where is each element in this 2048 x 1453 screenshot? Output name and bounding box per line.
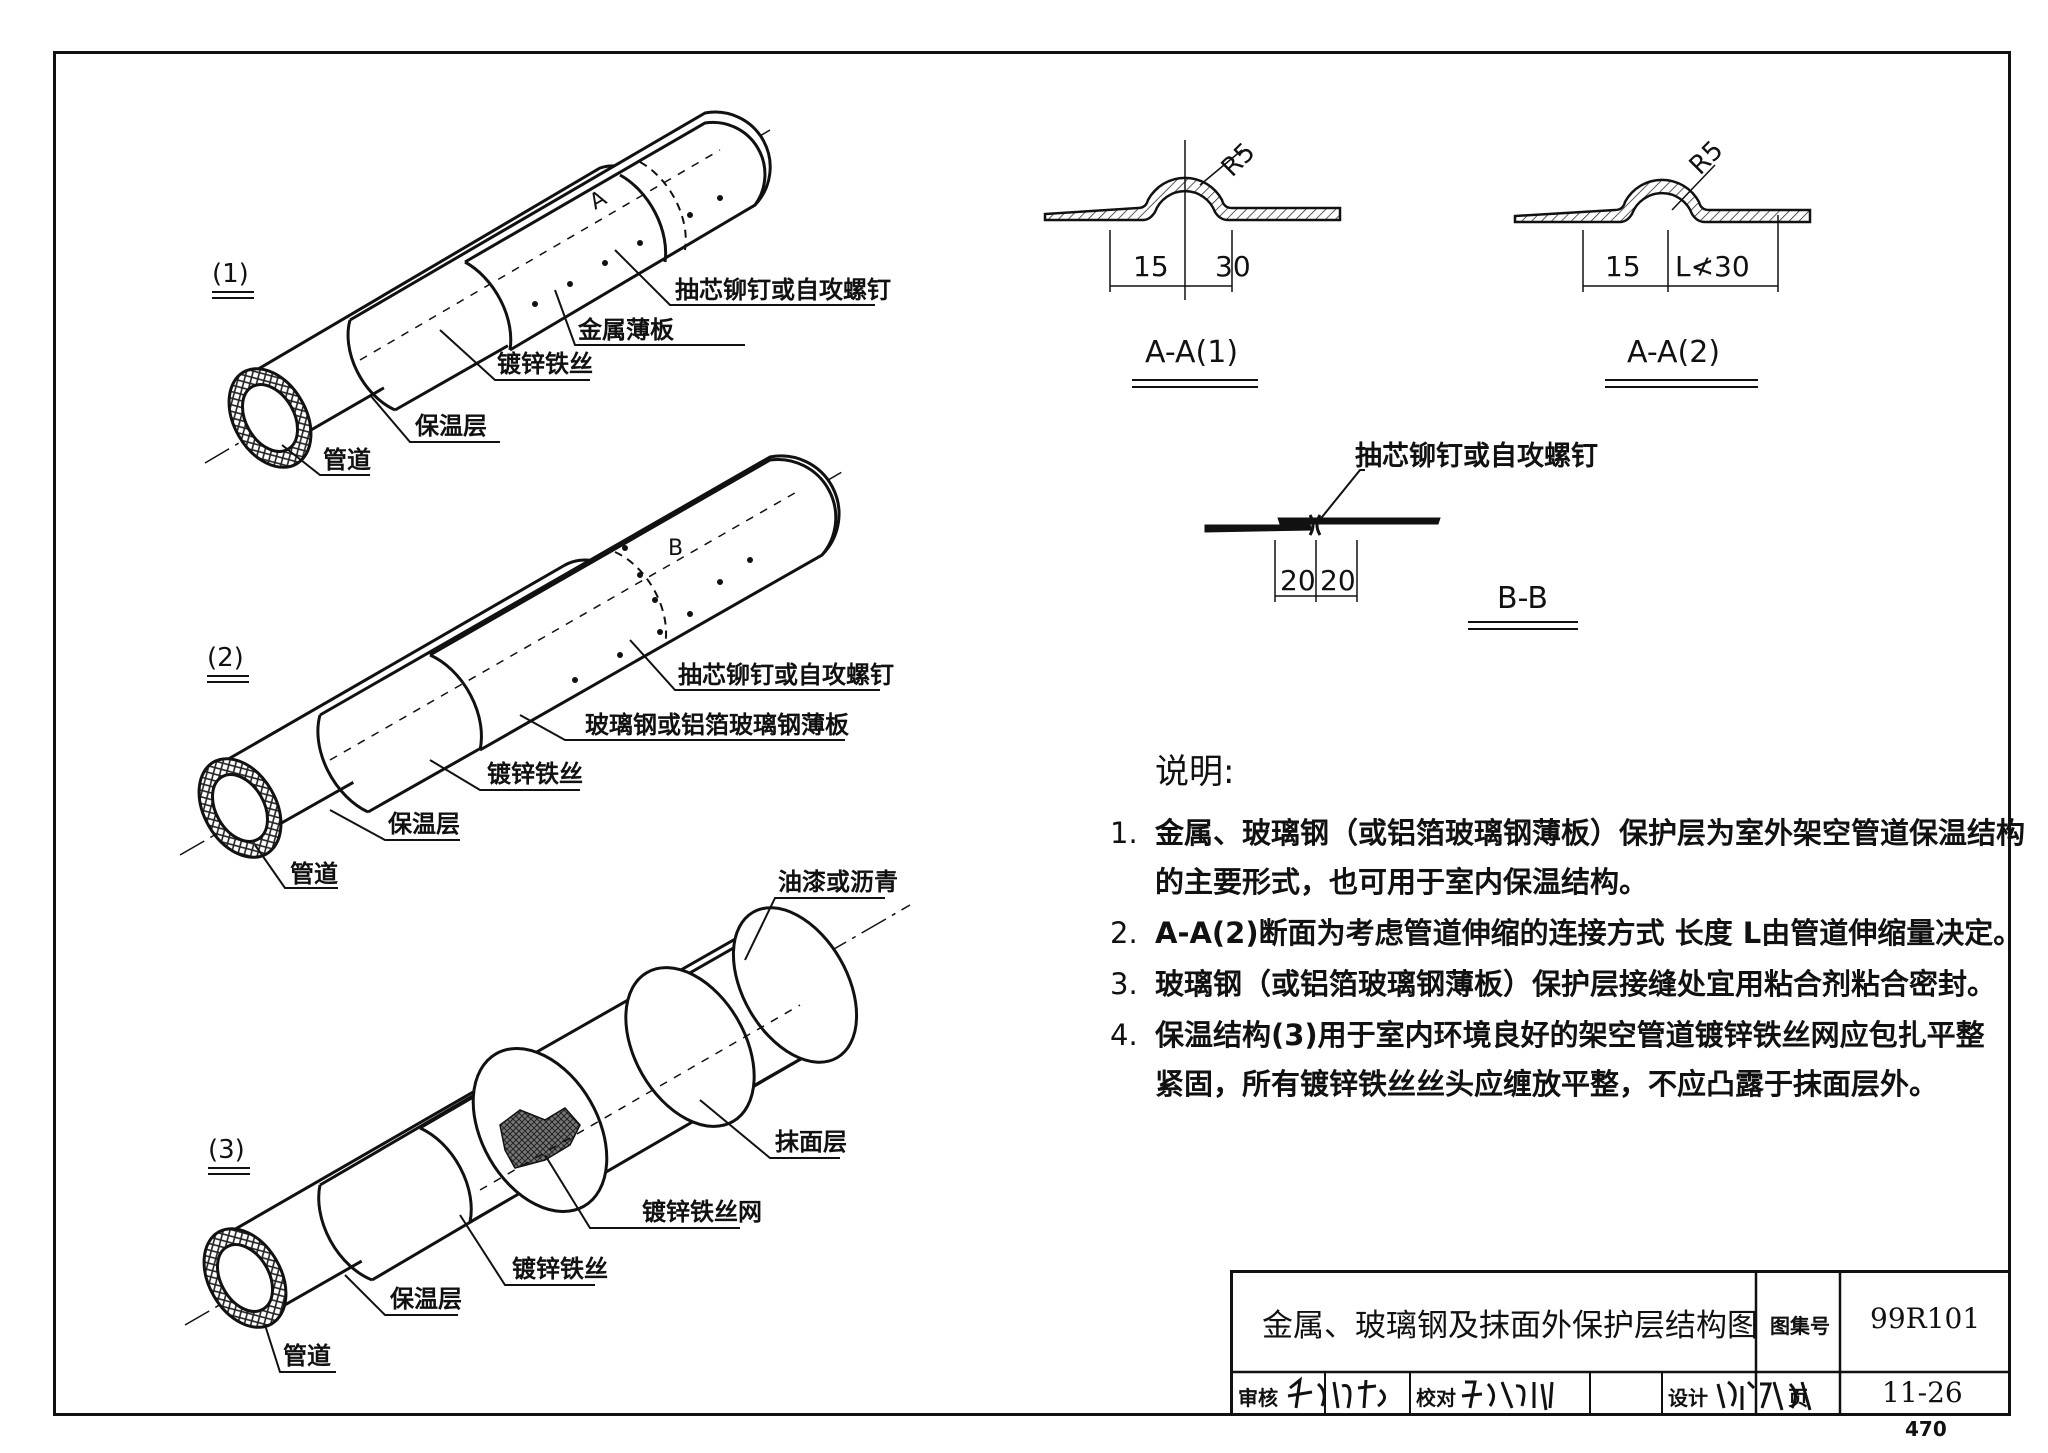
figure-2-index: (2) B xyxy=(207,536,683,683)
fig1-label-rivet: 抽芯铆钉或自攻螺钉 xyxy=(675,276,891,304)
figure-3-leaders xyxy=(264,897,885,1373)
note-line: 保温结构(3)用于室内环境良好的架空管道镀锌铁丝网应包扎平整 xyxy=(1155,1018,1985,1052)
fig3-label-wire: 镀锌铁丝 xyxy=(512,1255,608,1283)
atlas-label: 图集号 xyxy=(1770,1314,1830,1338)
check-label: 校对 xyxy=(1416,1386,1456,1410)
fig1-index: (1) xyxy=(212,259,249,289)
section-b-drawing xyxy=(1204,469,1578,630)
figure-3-index: (3) xyxy=(208,1135,250,1175)
notes-heading: 说明: xyxy=(1155,752,1235,792)
fig2-label-rivet: 抽芯铆钉或自攻螺钉 xyxy=(678,661,894,689)
a1-dim-2: 30 xyxy=(1215,250,1251,283)
a2-dim-2: L≮30 xyxy=(1675,250,1750,283)
fig1-label-sheet: 金属薄板 xyxy=(577,316,675,344)
figure-2-leaders xyxy=(254,639,880,889)
section-b-text: 抽芯铆钉或自攻螺钉 20 20 B-B xyxy=(1280,440,1598,616)
fig2-label-pipe: 管道 xyxy=(290,860,338,888)
section-a1-drawing xyxy=(1043,140,1342,388)
fig3-label-pipe: 管道 xyxy=(283,1342,331,1370)
section-a2-text: R5 15 L≮30 A-A(2) xyxy=(1605,135,1750,370)
a2-radius: R5 xyxy=(1684,135,1730,181)
note-item: 2. A-A(2)断面为考虑管道伸缩的连接方式 长度 L由管道伸缩量决定。 xyxy=(1110,916,2023,950)
fig1-label-insulation: 保温层 xyxy=(414,412,487,440)
figure-1-leaders xyxy=(281,249,875,476)
figure-2-labels: 抽芯铆钉或自攻螺钉 玻璃钢或铝箔玻璃钢薄板 镀锌铁丝 保温层 管道 xyxy=(290,661,894,888)
title-block-grid xyxy=(1230,1270,2011,1416)
title-block: 金属、玻璃钢及抹面外保护层结构图 图集号 99R101 审核 校对 设计 页 1… xyxy=(1230,1270,2011,1416)
figure-3-labels: 油漆或沥青 抹面层 镀锌铁丝网 镀锌铁丝 保温层 管道 xyxy=(283,868,898,1370)
a1-title: A-A(1) xyxy=(1145,335,1238,370)
signature-review xyxy=(1287,1376,1386,1409)
a1-dim-1: 15 xyxy=(1133,250,1169,283)
figure-3-pipe xyxy=(184,904,911,1329)
notes-section: 说明: 1. 金属、玻璃钢（或铝箔玻璃钢薄板）保护层为室外架空管道保温结构 的主… xyxy=(1110,752,2026,1121)
fig1-label-wire: 镀锌铁丝 xyxy=(497,350,593,378)
atlas-number: 99R101 xyxy=(1870,1302,1981,1335)
note-number: 2. xyxy=(1110,916,1138,950)
review-label: 审核 xyxy=(1238,1386,1278,1410)
fig3-label-mesh: 镀锌铁丝网 xyxy=(642,1198,762,1226)
note-line: A-A(2)断面为考虑管道伸缩的连接方式 长度 L由管道伸缩量决定。 xyxy=(1155,916,2023,950)
note-line: 紧固，所有镀锌铁丝丝头应缠放平整，不应凸露于抹面层外。 xyxy=(1155,1067,1939,1101)
fig2-label-insulation: 保温层 xyxy=(387,810,460,838)
b-dim-2: 20 xyxy=(1320,564,1356,597)
signature-check xyxy=(1461,1380,1554,1411)
fig2-section-mark: B xyxy=(668,536,683,561)
note-item: 1. 金属、玻璃钢（或铝箔玻璃钢薄板）保护层为室外架空管道保温结构 的主要形式，… xyxy=(1110,816,2026,899)
signature-design xyxy=(1716,1380,1812,1411)
note-line: 的主要形式，也可用于室内保温结构。 xyxy=(1155,865,1649,899)
b-title: B-B xyxy=(1497,581,1548,616)
fig3-label-insulation: 保温层 xyxy=(389,1285,462,1313)
fig2-index: (2) xyxy=(207,643,244,673)
figure-1-index: (1) A xyxy=(212,186,611,299)
note-number: 3. xyxy=(1110,967,1138,1001)
page-number: 11-26 xyxy=(1882,1376,1963,1409)
a2-dim-1: 15 xyxy=(1605,250,1641,283)
fig1-label-pipe: 管道 xyxy=(323,446,371,474)
figure-1-labels: 抽芯铆钉或自攻螺钉 金属薄板 镀锌铁丝 保温层 管道 xyxy=(323,276,891,474)
fig2-label-wire: 镀锌铁丝 xyxy=(487,760,583,788)
figure-1-pipe xyxy=(204,110,772,469)
page-label: 页 xyxy=(1788,1386,1808,1410)
section-a1-text: R5 15 30 A-A(1) xyxy=(1133,137,1261,370)
design-label: 设计 xyxy=(1668,1386,1708,1410)
fig3-label-paint: 油漆或沥青 xyxy=(778,868,898,896)
b-dim-1: 20 xyxy=(1280,564,1316,597)
b-label-rivet: 抽芯铆钉或自攻螺钉 xyxy=(1355,440,1598,472)
drawing-title: 金属、玻璃钢及抹面外保护层结构图 xyxy=(1262,1308,1758,1344)
note-number: 1. xyxy=(1110,816,1138,850)
fig3-label-plaster: 抹面层 xyxy=(775,1128,847,1156)
drawing-frame xyxy=(53,51,2011,1416)
note-line: 金属、玻璃钢（或铝箔玻璃钢薄板）保护层为室外架空管道保温结构 xyxy=(1155,816,2026,850)
a2-title: A-A(2) xyxy=(1627,335,1720,370)
figure-2-pipe xyxy=(179,454,843,859)
note-line: 玻璃钢（或铝箔玻璃钢薄板）保护层接缝处宜用粘合剂粘合密封。 xyxy=(1155,967,1997,1001)
section-a2-drawing xyxy=(1513,164,1812,388)
note-item: 3. 玻璃钢（或铝箔玻璃钢薄板）保护层接缝处宜用粘合剂粘合密封。 xyxy=(1110,967,1997,1001)
note-number: 4. xyxy=(1110,1018,1138,1052)
a1-radius: R5 xyxy=(1216,137,1262,183)
sheet-number: 470 xyxy=(1905,1417,1947,1441)
note-item: 4. 保温结构(3)用于室内环境良好的架空管道镀锌铁丝网应包扎平整 紧固，所有镀… xyxy=(1110,1018,1985,1101)
fig2-label-sheet: 玻璃钢或铝箔玻璃钢薄板 xyxy=(585,711,850,739)
fig3-index: (3) xyxy=(208,1135,245,1165)
